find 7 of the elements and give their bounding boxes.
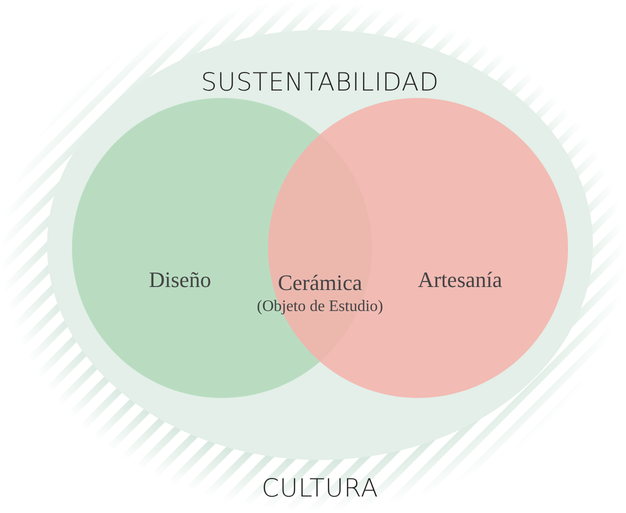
overlap-note: (Objeto de Estudio) [256,298,384,316]
ellipse-label: SUSTENTABILIDAD [201,68,439,96]
circle-label: Artesanía [418,267,502,293]
outer-ellipse [47,30,593,460]
overlap-label: Cerámica [278,270,362,296]
region-label: CULTURA [262,474,378,502]
circle-label: Diseño [148,267,212,293]
